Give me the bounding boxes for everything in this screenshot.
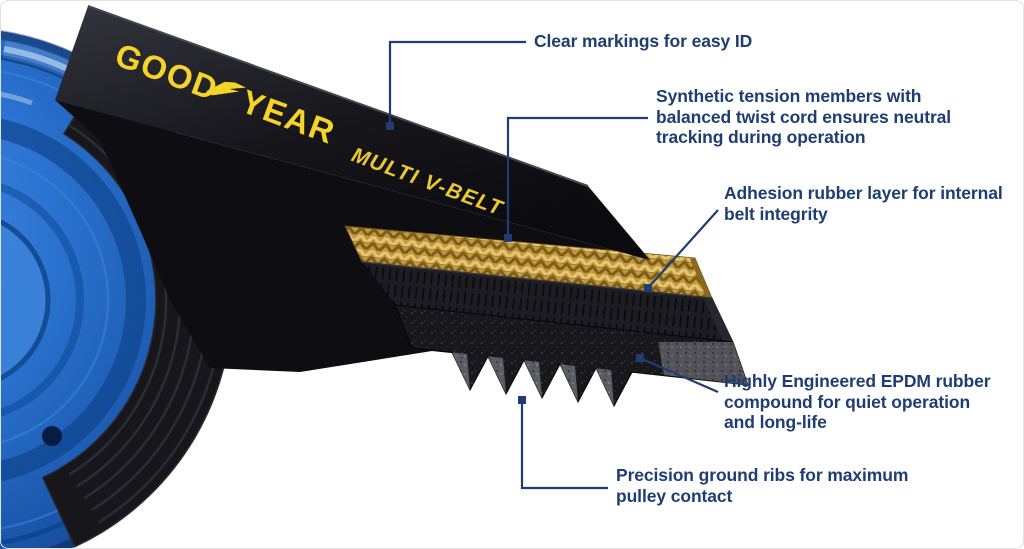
callout-line-tension-members bbox=[506, 116, 648, 238]
callout-markers bbox=[386, 122, 652, 404]
pulley-groove bbox=[0, 156, 110, 444]
adhesion-end-face bbox=[704, 298, 733, 342]
belt-top-edge-highlight bbox=[87, 5, 589, 187]
callout-lines bbox=[388, 40, 719, 490]
pulley-groove bbox=[0, 118, 146, 482]
pulley-hub-ring bbox=[0, 218, 51, 382]
callout-line-clear-markings bbox=[388, 40, 526, 126]
callout-marker-precision-ribs bbox=[518, 396, 526, 404]
tension-cord-end-face bbox=[690, 258, 712, 298]
pulley-groove bbox=[0, 182, 84, 418]
goodyear-wingfoot-icon bbox=[206, 81, 246, 96]
callout-marker-tension-members bbox=[504, 234, 512, 242]
epdm-rib-layer bbox=[394, 304, 749, 408]
pulley-highlight-inner bbox=[0, 91, 33, 106]
rib-tooth-face bbox=[488, 356, 506, 394]
callout-line-epdm-compound bbox=[639, 356, 719, 394]
rib-tooth-face bbox=[452, 352, 470, 390]
callout-text-clear-markings: Clear markings for easy ID bbox=[534, 31, 753, 51]
callout-marker-adhesion-rubber bbox=[644, 284, 652, 292]
adhesion-layer bbox=[361, 261, 734, 343]
belt-top-surface bbox=[55, 6, 650, 260]
callout-line-precision-ribs bbox=[520, 400, 608, 490]
callout-line-adhesion-rubber bbox=[647, 209, 719, 289]
adhesion-top-edge bbox=[361, 261, 713, 299]
rib-tooth-face bbox=[560, 364, 578, 402]
rib-tooth-face bbox=[524, 360, 542, 398]
belt-top-face: GOOD YEAR MULTI V-BELT bbox=[55, 5, 650, 260]
epdm-cut-face bbox=[658, 342, 748, 385]
callout-marker-clear-markings bbox=[386, 122, 394, 130]
pulley-bolt-hole bbox=[42, 426, 62, 446]
callout-marker-epdm-compound bbox=[636, 354, 644, 362]
rib-tooth-face bbox=[596, 368, 614, 406]
